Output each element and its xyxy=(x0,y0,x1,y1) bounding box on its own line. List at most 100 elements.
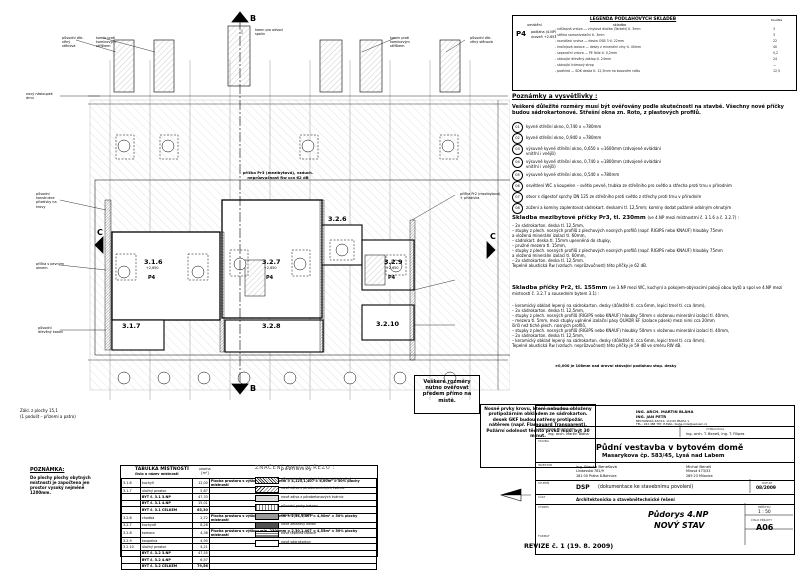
legend-row: - podhled — SDK deska tl. 12,5mm na kovo… xyxy=(555,69,641,73)
dim-left-label-2: (1 podulit – přízemí a patro) xyxy=(20,414,76,419)
legend-thickness: 40 xyxy=(773,45,778,49)
tb-project: Půdní vestavba v bytovém domě xyxy=(596,443,744,452)
rooms-table-note-hdr: poznámky xyxy=(281,467,313,472)
legend-thickness: 3 xyxy=(773,33,776,37)
legend-thickness: 22 xyxy=(773,39,778,43)
note-num: 04 xyxy=(512,157,523,168)
tb-general-tel: TEL.: 242 488 787, E-MAIL: blaha.mde@sez… xyxy=(636,422,708,426)
wall1-line: a vložená minerální izolací tl. 60mm, xyxy=(512,233,586,238)
tb-part-lbl: ČÁST xyxy=(538,495,546,499)
wall1-heading: Skladba mezibytové příčky Pr3, tl. 230mm… xyxy=(512,214,794,222)
note-text: kyvné střešní okno, 0,740 x ≈780mm xyxy=(526,124,602,129)
left-callout-4: původní dřevěný kastní xyxy=(38,326,64,335)
legend-col-composition: skladba xyxy=(613,23,627,27)
wall2-heading: Skladba příčky Pr2, tl. 155mm (ve 3.NP m… xyxy=(512,285,794,297)
hatch-legend-item: nové železový beton xyxy=(255,520,405,529)
room-label-3-2-8: 3.2.8 xyxy=(262,322,281,330)
wall1-sub: (ve 4.NP mezi místnostmi č. 3.1.6 a č. 3… xyxy=(647,215,740,220)
tb-general-lbl: GENERÁLNÍ PROJEKTANT xyxy=(538,407,573,411)
rooms-table: TABULKA MÍSTNOSTÍ číslo a název místnost… xyxy=(120,465,378,570)
room-area-3-2-7: +2,650 xyxy=(264,266,277,270)
left-callout-3: příčka s pevným oknem xyxy=(36,262,64,271)
hatch-legend-item: nové tepelná izolace xyxy=(255,529,405,538)
wall1-line: – stupky z plech. nosných profilů z plec… xyxy=(512,248,723,253)
room-label-3-1-6: 3.1.6 xyxy=(144,258,163,266)
tb-date: 08/2009 xyxy=(756,486,776,491)
wall1-line: Tepelně akustická Rw (vzduch. neprůzvučn… xyxy=(512,263,648,268)
hatch-swatch-icon xyxy=(255,495,279,502)
section-b-top: B xyxy=(250,14,257,23)
callout-top-1: původní dře-věný stěnová xyxy=(62,36,84,49)
tb-format-lbl: FORMÁT xyxy=(538,534,550,538)
tb-general2: ING. JAN PETR xyxy=(636,414,667,419)
legend-col-thickness: tloušťka xyxy=(771,18,783,22)
hatch-legend-item: nové zdivo z plnokeramických tvárnic xyxy=(255,484,405,493)
note-num: 03 xyxy=(512,144,523,155)
note-text: otvor s digestoř sprchy DN 125 ze střešn… xyxy=(526,194,702,199)
hatch-legend-item: původní zdivo z plných keramických cihel xyxy=(255,475,405,484)
tb-investor2-addr: Mirová 473/33 xyxy=(686,469,711,473)
legend-row: - stávající trámový strop xyxy=(555,63,594,67)
dim-left-label: Zákl. z plochy 15,1 xyxy=(20,408,58,413)
note-num: 05 xyxy=(512,170,523,181)
title-block-grid xyxy=(679,425,793,545)
tb-phase: (dokumentace ke stavebnímu povolení) xyxy=(598,485,694,490)
legend-thickness: 24 xyxy=(773,57,778,61)
legend-row: - separační vrstva — PE fólie tl. 0,2mm xyxy=(555,51,618,55)
note-text: výsuvně kyvné střešní okno, 0,650 x ≈160… xyxy=(526,146,661,156)
legend-thickness: 0,2 xyxy=(773,51,779,55)
hatch-swatch-icon xyxy=(255,477,279,484)
verify-box: Veškeré rozměry nutno ověřovat předem př… xyxy=(414,375,480,414)
notes-intro: Veškeré důležité rozměry musí být ověřov… xyxy=(512,104,784,117)
note-text: výsuvně kyvné střešní okno, 0,740 x ≈180… xyxy=(526,159,661,169)
tb-revision: REVIZE č. 1 (19. 8. 2009) xyxy=(524,542,614,550)
legend-col-placement: umístění xyxy=(527,23,542,27)
tb-phase-code: DSP xyxy=(576,484,590,491)
wall1-line: – pružné mezera tl. 15mm, xyxy=(512,243,567,248)
wall2-line: širší než tiché plech. nosných profilů, xyxy=(512,323,587,328)
wall2-line: – keramický obklad lepený na sádrokarton… xyxy=(512,338,706,343)
wall1-line: – 2x sádrokarton. deska tl. 12,5mm, xyxy=(512,223,585,228)
title-block: GENERÁLNÍ PROJEKTANT ING. ARCH. MARTIN B… xyxy=(524,405,795,555)
wall2-line: – stupky z plech. nosných profilů (RIGIP… xyxy=(512,313,730,318)
legend-row: - stěrka samonivelační tl. 3mm xyxy=(555,33,605,37)
notes-title: Poznámky a vysvětlivky : xyxy=(512,93,598,100)
hatch-legend-item: nové prvky betonu xyxy=(255,511,405,520)
tb-date-lbl: DATUM xyxy=(762,481,772,485)
room-label-3-2-10: 3.2.10 xyxy=(376,320,400,328)
floor-code-3-2-9: P4 xyxy=(388,275,396,281)
wall2-sub: (ve 3.NP mezi WC, kuchyní a pokojem-obýv… xyxy=(512,285,783,296)
datum-note: ±0,000 je 108mm nad úrovní stávající pod… xyxy=(555,364,677,368)
note-num: 07 xyxy=(512,192,523,203)
tb-phase-lbl: STUPEŇ xyxy=(538,481,550,485)
hatch-swatch-icon xyxy=(255,504,279,511)
left-callout-2: původní konstrukce přizdívky na krovy xyxy=(36,192,57,209)
legend-code: P4 xyxy=(516,30,527,38)
legend-thickness: 12,5 xyxy=(773,69,781,73)
note-num: 08 xyxy=(512,203,523,214)
callout-top-4: komín proti komínovým stříškem xyxy=(390,36,410,49)
floor-plan xyxy=(59,11,510,400)
hatch-legend-item: nové zdivo z pórobetonových tvárnic xyxy=(255,493,405,502)
tb-project-lbl: STAVBA xyxy=(538,439,549,443)
tb-project-addr: Masarykova čp. 583/45, Lysá nad Labem xyxy=(602,453,725,459)
section-b-bottom: B xyxy=(250,384,257,393)
structure-box: Nosné prvky krovu, které nebudou obložen… xyxy=(480,404,596,468)
tb-num-lbl: ČÍSLO PŘÍLOHY xyxy=(751,518,773,522)
north-arrow-icon xyxy=(499,488,531,502)
tb-drawing2: NOVÝ STAV xyxy=(654,521,705,530)
legend-row: - kročejová izolace — desky z minerální … xyxy=(555,45,641,49)
hatch-swatch-icon xyxy=(255,531,279,538)
tb-scale: 1 : 50 xyxy=(758,510,771,515)
legend-code-desc: podlaha (4.NP) xyxy=(531,30,557,34)
tb-investor1-addr: Lindavská 781/9 xyxy=(576,469,604,473)
tb-investor1-city: 181 00 Praha 8-Bohnice xyxy=(576,474,617,478)
hatch-legend: ZNAČENÍ HMOT V ŘEZU : původní zdivo z pl… xyxy=(255,465,405,561)
tb-general: ING. ARCH. MARTIN BLÁHA xyxy=(636,409,694,414)
